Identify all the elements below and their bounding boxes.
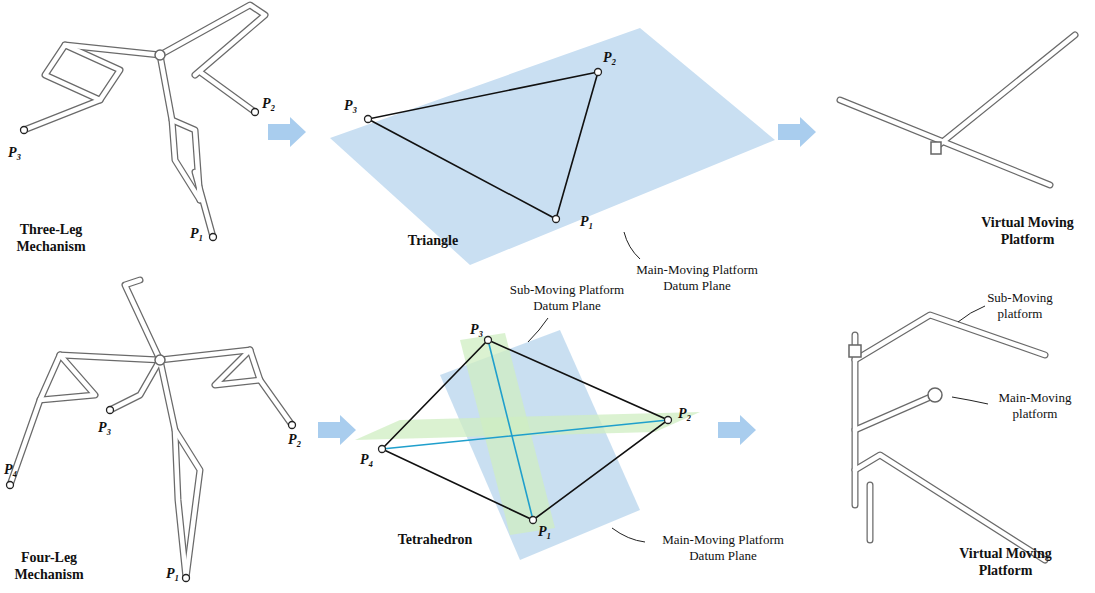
point-label: P₂ [262, 96, 275, 113]
leader-line [528, 232, 988, 542]
point-label: P₃ [98, 420, 111, 437]
datum-plane [440, 330, 640, 560]
plane-label: Main-Moving Platform Datum Plane [622, 262, 772, 293]
point-label: P₁ [538, 524, 551, 541]
point-label: P₃ [344, 98, 357, 115]
plane-label: Sub-Moving Platform Datum Plane [492, 282, 642, 313]
panel-caption: Four-Leg Mechanism [4, 550, 94, 584]
point-label: P₁ [580, 214, 593, 231]
end-point [7, 109, 296, 582]
datum-plane [330, 28, 775, 265]
part-label: Sub-Moving platform [970, 290, 1070, 321]
point-label: P₁ [166, 566, 179, 583]
point-label: P₃ [470, 322, 483, 339]
panel-caption: Tetrahedron [390, 532, 480, 549]
point-label: P₂ [678, 406, 691, 423]
point-label: P₁ [190, 226, 203, 243]
plane-label: Main-Moving Platform Datum Plane [648, 532, 798, 563]
panel-caption: Three-Leg Mechanism [6, 222, 96, 256]
mechanism-sketch [10, 5, 1075, 578]
panel-caption: Virtual Moving Platform [948, 546, 1063, 580]
part-label: Main-Moving platform [980, 390, 1090, 421]
point-label: P₂ [288, 432, 301, 449]
point-label: P₄ [360, 452, 373, 469]
panel-caption: Virtual Moving Platform [970, 215, 1085, 249]
point-label: P₃ [8, 145, 21, 162]
panel-caption: Triangle [393, 233, 473, 250]
point-label: P₂ [603, 50, 616, 67]
point-label: P₄ [4, 462, 17, 479]
flow-arrow [268, 117, 816, 445]
